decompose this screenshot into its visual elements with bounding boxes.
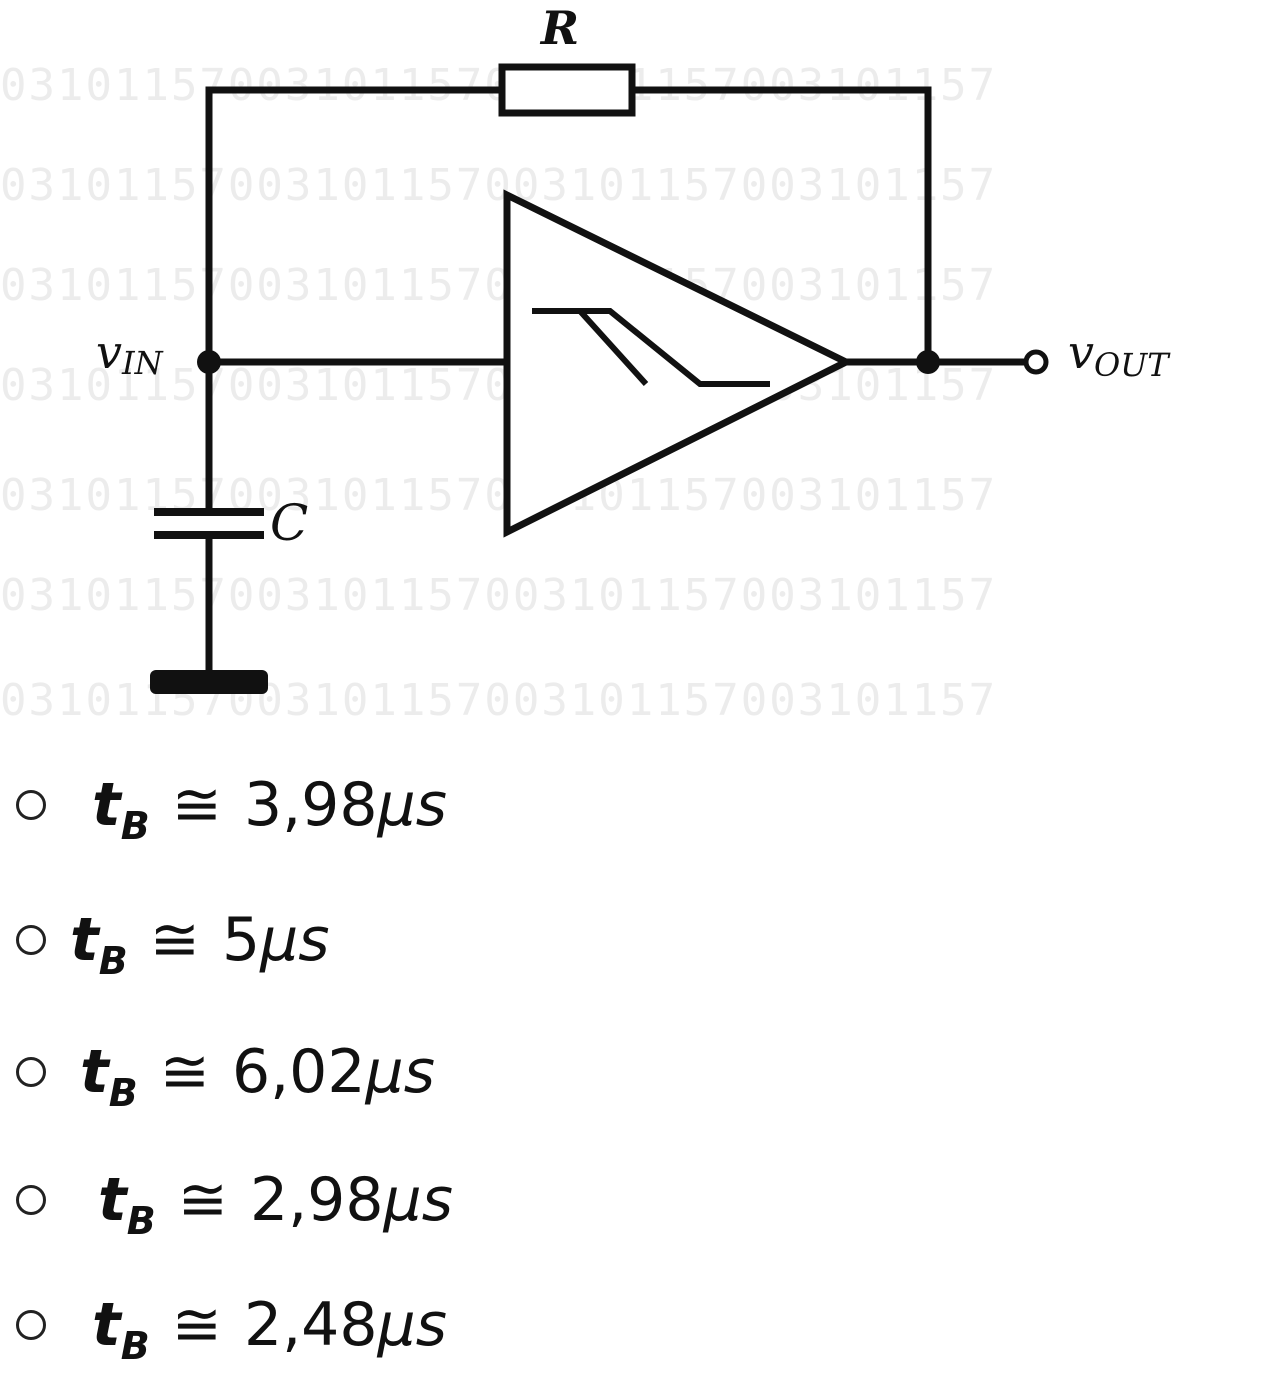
feedback-wire-left (205, 86, 506, 366)
vout-junction-dot (916, 350, 940, 374)
option-symbol: t (98, 1165, 127, 1235)
option-unit: μs (365, 1037, 435, 1107)
option-value: 2,98 (249, 1165, 384, 1235)
option-symbol: t (70, 905, 99, 975)
svg-text:031011570031011570031011570031: 03101157003101157003101157003101157 (0, 570, 997, 621)
resistor-label: R (539, 1, 579, 55)
option-relation: ≅ (159, 1037, 210, 1107)
feedback-wire-right (628, 86, 932, 366)
option-subscript: B (120, 804, 150, 848)
svg-text:031011570031011570031011570031: 03101157003101157003101157003101157 (0, 470, 997, 521)
option-value: 6,02 (231, 1037, 366, 1107)
option-symbol: t (80, 1037, 109, 1107)
option-subscript: B (98, 939, 128, 983)
svg-text:031011570031011570031011570031: 03101157003101157003101157003101157 (0, 675, 997, 720)
vin-label: vIN (96, 325, 164, 382)
ground-bar (150, 670, 268, 694)
hysteresis-symbol (532, 308, 770, 387)
radio-button[interactable] (16, 1057, 46, 1087)
option-value: 3,98 (243, 770, 378, 840)
radio-button[interactable] (16, 925, 46, 955)
option-unit: μs (260, 905, 330, 975)
option-symbol: t (92, 770, 121, 840)
option-subscript: B (108, 1071, 138, 1115)
option-subscript: B (120, 1324, 150, 1368)
vout-terminal (1023, 349, 1049, 375)
capacitor-label: C (270, 494, 308, 552)
svg-text:031011570031011570031011570031: 03101157003101157003101157003101157 (0, 160, 997, 211)
option-unit: μs (377, 770, 447, 840)
vout-label: vOUT (1068, 325, 1171, 384)
option-relation: ≅ (149, 905, 200, 975)
circuit-diagram: 03101157003101157003101157003101157 0310… (0, 1, 1171, 720)
option-unit: μs (383, 1165, 453, 1235)
option-relation: ≅ (171, 1290, 222, 1360)
hysteresis-symbol-lower (577, 308, 649, 387)
resistor (498, 63, 636, 117)
radio-button[interactable] (16, 1310, 46, 1340)
option-relation: ≅ (177, 1165, 228, 1235)
option-subscript: B (126, 1199, 156, 1243)
watermark: 03101157003101157003101157003101157 0310… (0, 60, 997, 720)
option-unit: μs (377, 1290, 447, 1360)
radio-button[interactable] (16, 1185, 46, 1215)
svg-text:031011570031011570031011570031: 03101157003101157003101157003101157 (0, 60, 997, 111)
option-symbol: t (92, 1290, 121, 1360)
option-value: 2,48 (243, 1290, 378, 1360)
radio-button[interactable] (16, 790, 46, 820)
svg-text:031011570031011570031011570031: 03101157003101157003101157003101157 (0, 260, 997, 311)
option-relation: ≅ (171, 770, 222, 840)
option-value: 5 (221, 905, 261, 975)
